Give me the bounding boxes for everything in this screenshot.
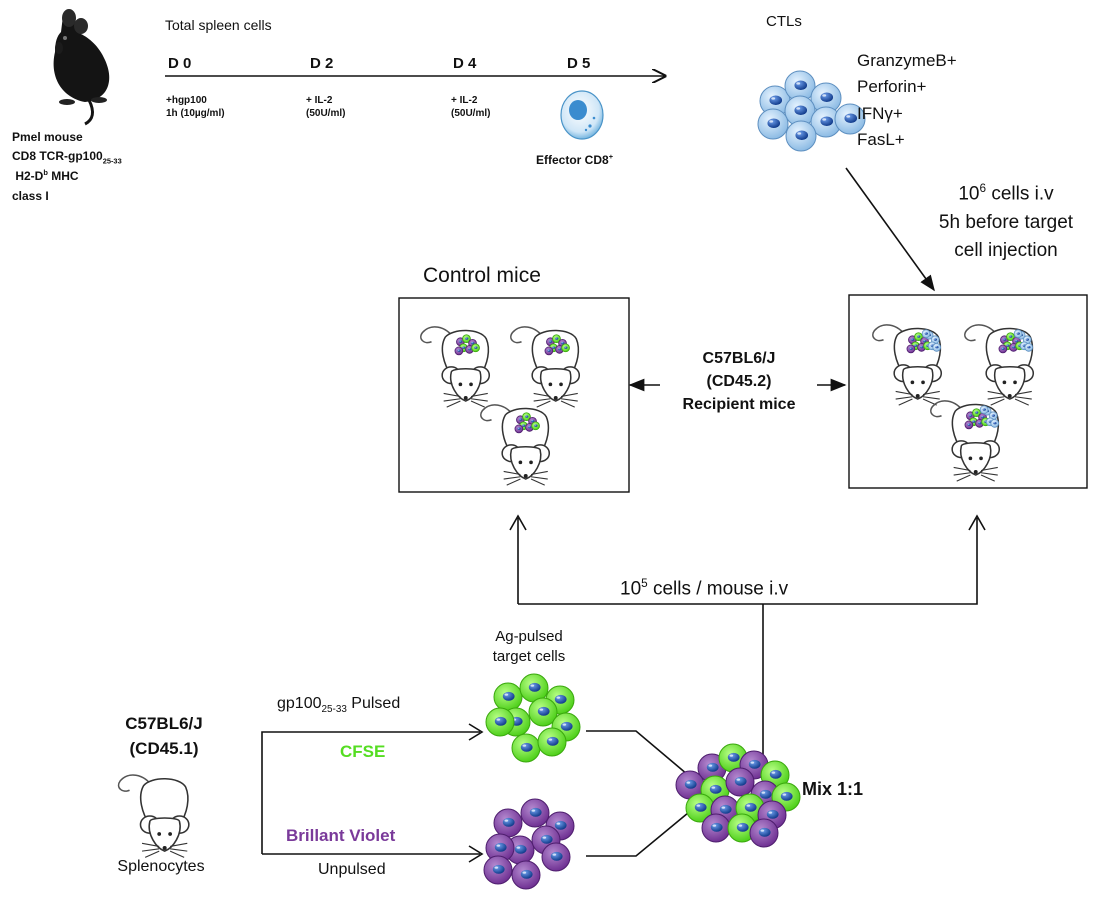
day-2-note: + IL-2(50U/ml) bbox=[306, 95, 346, 119]
day-5-label: D 5 bbox=[567, 55, 591, 72]
mouse-icon bbox=[480, 404, 551, 486]
violet-to-mix-line bbox=[586, 807, 695, 857]
mouse-back-cell bbox=[454, 346, 464, 356]
cfse-cell bbox=[537, 727, 567, 757]
day-4-label: D 4 bbox=[453, 55, 477, 72]
mouse-back-ctl-cell bbox=[1024, 343, 1034, 352]
injection-bracket bbox=[517, 518, 978, 760]
violet-cell bbox=[520, 798, 550, 828]
ctls-label: CTLs bbox=[766, 13, 802, 30]
cfse-cell bbox=[485, 707, 515, 737]
mouse-back-cell bbox=[561, 343, 570, 353]
mouse-icon bbox=[930, 400, 1001, 482]
splenocytes-label: Splenocytes bbox=[117, 858, 205, 875]
control-mice-icons bbox=[420, 326, 581, 486]
timeline-header: Total spleen cells bbox=[165, 17, 272, 33]
ctl-cell bbox=[759, 85, 791, 117]
cfse-cell-cluster-icon bbox=[485, 673, 581, 763]
donor-mouse-icon bbox=[117, 774, 190, 858]
mouse-back-cell bbox=[514, 424, 524, 434]
pulsed-arrowhead bbox=[468, 723, 484, 741]
violet-cell bbox=[511, 860, 541, 890]
mouse-back-cell bbox=[522, 412, 531, 422]
mouse-back-cell bbox=[906, 344, 916, 354]
mouse-back-ctl-cell bbox=[979, 405, 989, 415]
violet-cell bbox=[493, 808, 523, 838]
mixed-cell bbox=[725, 767, 755, 797]
treated-mice-icons bbox=[872, 324, 1035, 482]
day-0-label: D 0 bbox=[168, 55, 192, 72]
cfse-cell bbox=[493, 682, 523, 712]
mouse-back-cell bbox=[544, 346, 554, 356]
mouse-back-cell bbox=[972, 408, 981, 418]
mouse-icon bbox=[872, 324, 943, 406]
target-injection-label: 105 cells / mouse i.v bbox=[620, 577, 789, 600]
ctl-marker-list: GranzymeB+ Perforin+ IFNγ+ FasL+ bbox=[857, 51, 957, 150]
cfse-cell bbox=[511, 733, 541, 763]
pulsed-label: gp10025-33 Pulsed bbox=[277, 695, 401, 716]
mouse-icon bbox=[420, 326, 491, 408]
mouse-icon bbox=[117, 774, 190, 858]
target-cells-label: Ag-pulsed target cells bbox=[492, 628, 566, 666]
ctl-injection-label: 106 cells i.v 5h before target cell inje… bbox=[938, 182, 1074, 262]
ctl-injection-arrow bbox=[845, 167, 935, 292]
cfse-cell bbox=[528, 697, 558, 727]
mouse-back-cell bbox=[998, 344, 1008, 354]
day-4-note: + IL-2(50U/ml) bbox=[451, 95, 491, 119]
violet-cell bbox=[483, 855, 513, 885]
split-bracket bbox=[261, 731, 480, 855]
mouse-back-ctl-cell bbox=[932, 343, 942, 352]
treated-mice-box bbox=[848, 294, 1088, 489]
violet-cell-cluster-icon bbox=[483, 798, 575, 890]
ctl-cell bbox=[810, 106, 842, 138]
ctl-cell bbox=[757, 108, 789, 140]
unpulsed-label: Unpulsed bbox=[318, 861, 386, 878]
ctl-cell bbox=[785, 120, 817, 152]
violet-cell bbox=[541, 842, 571, 872]
control-mice-title: Control mice bbox=[423, 264, 541, 287]
mouse-back-cell bbox=[462, 334, 471, 344]
mouse-back-cell bbox=[552, 334, 561, 344]
cfse-to-mix-line bbox=[586, 730, 695, 781]
cfse-label: CFSE bbox=[340, 742, 386, 761]
day-2-label: D 2 bbox=[310, 55, 334, 72]
bracket-arrowhead-right bbox=[968, 514, 986, 531]
unpulsed-arrowhead bbox=[468, 845, 484, 863]
mixed-cell bbox=[701, 813, 731, 843]
bracket-arrowhead-left bbox=[509, 514, 527, 531]
recipient-mice-label: C57BL6/J (CD45.2) Recipient mice bbox=[682, 350, 796, 414]
mouse-back-cell bbox=[1006, 332, 1015, 342]
mouse-icon bbox=[510, 326, 581, 408]
mouse-back-cell bbox=[964, 420, 974, 430]
effector-label: Effector CD8+ bbox=[536, 152, 614, 167]
ctl-cell bbox=[810, 82, 842, 114]
donor-strain-label: C57BL6/J (CD45.1) bbox=[125, 714, 203, 758]
effector-cell-icon bbox=[560, 90, 604, 140]
mouse-back-ctl-cell bbox=[990, 419, 1000, 428]
ctl-cell bbox=[834, 103, 866, 135]
mouse-back-cell bbox=[531, 421, 540, 431]
mix-label: Mix 1:1 bbox=[802, 779, 864, 799]
pmel-mouse-icon bbox=[53, 9, 110, 126]
cfse-cell bbox=[519, 673, 549, 703]
violet-label: Brillant Violet bbox=[286, 826, 396, 845]
mixed-cell bbox=[675, 770, 705, 800]
mixed-cell-cluster-icon bbox=[675, 743, 801, 848]
mixed-cell bbox=[727, 813, 757, 843]
pmel-mouse-description: Pmel mouse CD8 TCR-gp10025-33 H2-Db MHC … bbox=[12, 130, 122, 203]
mouse-icon bbox=[964, 324, 1035, 406]
mouse-back-ctl-cell bbox=[1013, 329, 1023, 339]
mixed-cell bbox=[749, 818, 779, 848]
control-mice-box bbox=[398, 297, 630, 493]
mouse-back-ctl-cell bbox=[921, 329, 931, 339]
ctl-cluster-icon bbox=[757, 70, 866, 152]
mouse-back-cell bbox=[914, 332, 923, 342]
mouse-back-cell bbox=[471, 343, 480, 353]
